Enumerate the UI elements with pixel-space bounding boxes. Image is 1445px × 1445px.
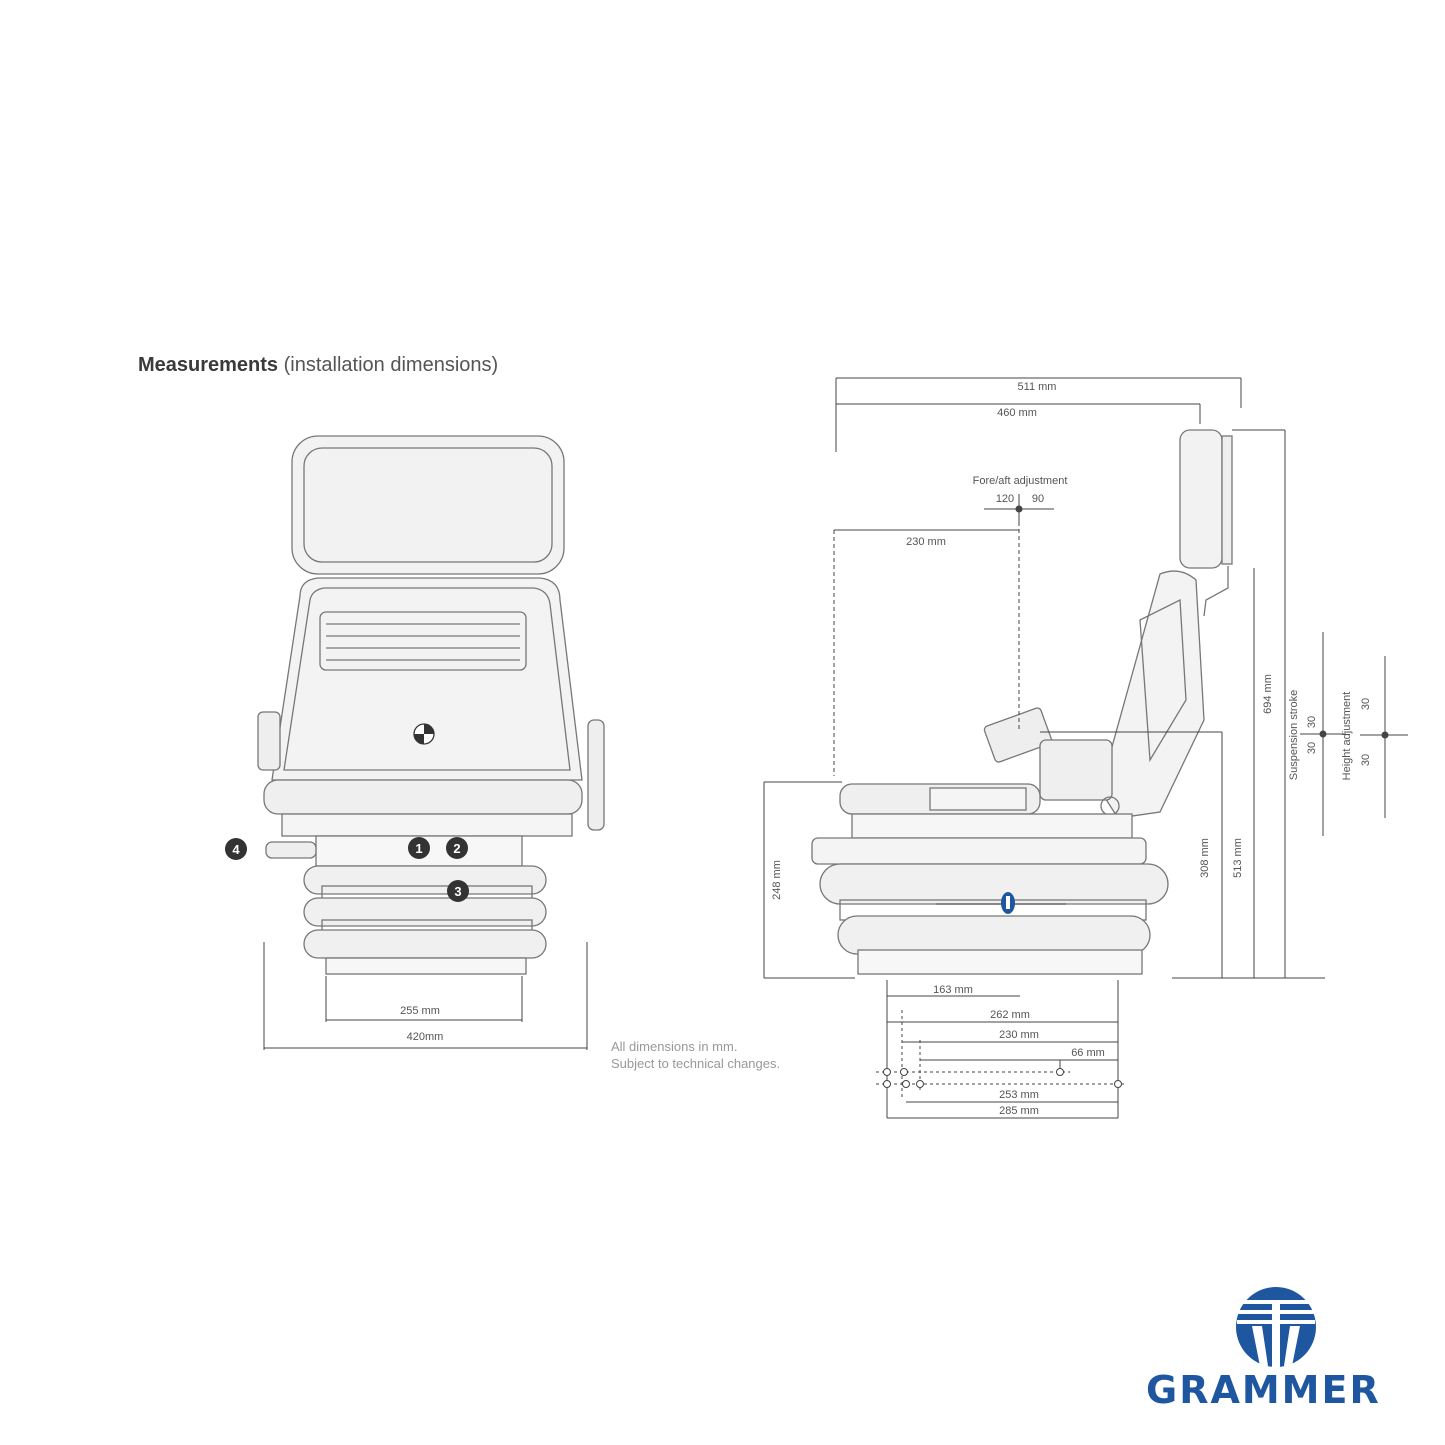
dim-308: 308 mm — [1199, 838, 1211, 878]
dim-511: 511 mm — [1018, 381, 1057, 393]
dim-420: 420mm — [407, 1031, 444, 1043]
dim-230-top: 230 mm — [906, 536, 946, 548]
height-adj-up: 30 — [1360, 698, 1372, 710]
side-backrest — [1099, 570, 1205, 819]
left-armrest-lever — [257, 711, 281, 771]
side-control-box — [983, 707, 1053, 763]
bellows — [303, 865, 547, 895]
callout-1-icon — [408, 837, 430, 859]
front-view — [257, 435, 605, 975]
page-title: Measurements (installation dimensions) — [138, 354, 498, 377]
callout-2-icon — [446, 837, 468, 859]
heading-title: Measurements — [138, 354, 279, 376]
callout-3: 3 — [454, 884, 461, 899]
mounting-holes — [883, 1068, 1122, 1088]
dim-253: 253 mm — [999, 1089, 1039, 1101]
front-dimensions — [263, 942, 588, 1050]
headrest — [291, 435, 565, 575]
height-adj-label: Height adjustment — [1341, 692, 1353, 781]
brand-name: GRAMMER — [1146, 1368, 1381, 1412]
grammer-logo-icon — [1236, 1287, 1316, 1368]
dim-285: 285 mm — [999, 1105, 1039, 1117]
callout-1: 1 — [415, 841, 422, 856]
callout-3-icon — [447, 880, 469, 902]
dim-230-base: 230 mm — [999, 1029, 1039, 1041]
dim-513: 513 mm — [1232, 838, 1244, 878]
callout-4-icon — [225, 838, 247, 860]
notes: All dimensions in mm. Subject to technic… — [611, 1038, 780, 1072]
note-line-2: Subject to technical changes. — [611, 1056, 781, 1071]
dim-460: 460 mm — [997, 407, 1037, 419]
backrest — [271, 577, 583, 781]
suspension-down: 30 — [1306, 742, 1318, 754]
side-view — [811, 429, 1233, 975]
heading-subtitle: (installation dimensions) — [283, 354, 499, 376]
suspension-up: 30 — [1306, 716, 1318, 728]
dim-694: 694 mm — [1262, 674, 1274, 714]
fore-aft-label: Fore/aft adjustment — [973, 475, 1068, 487]
fore-aft-fwd: 90 — [1032, 493, 1044, 505]
dim-163: 163 mm — [933, 984, 973, 996]
right-lever — [587, 719, 605, 831]
callout-4: 4 — [232, 842, 240, 857]
note-line-1: All dimensions in mm. — [611, 1039, 738, 1054]
side-headrest — [1179, 429, 1223, 569]
dim-66: 66 mm — [1071, 1047, 1105, 1059]
height-adj-down: 30 — [1360, 754, 1372, 766]
side-bellows — [819, 863, 1169, 905]
front-knob-4 — [265, 841, 317, 859]
front-callouts: 4 1 2 3 — [225, 837, 469, 902]
dim-248: 248 mm — [771, 860, 783, 900]
side-dimensions — [763, 377, 1408, 1119]
dim-262: 262 mm — [990, 1009, 1030, 1021]
seat-cushion — [263, 779, 583, 815]
dim-255: 255 mm — [400, 1005, 440, 1017]
fore-aft-back: 120 — [996, 493, 1014, 505]
callout-2: 2 — [453, 841, 460, 856]
suspension-label: Suspension stroke — [1288, 690, 1300, 781]
